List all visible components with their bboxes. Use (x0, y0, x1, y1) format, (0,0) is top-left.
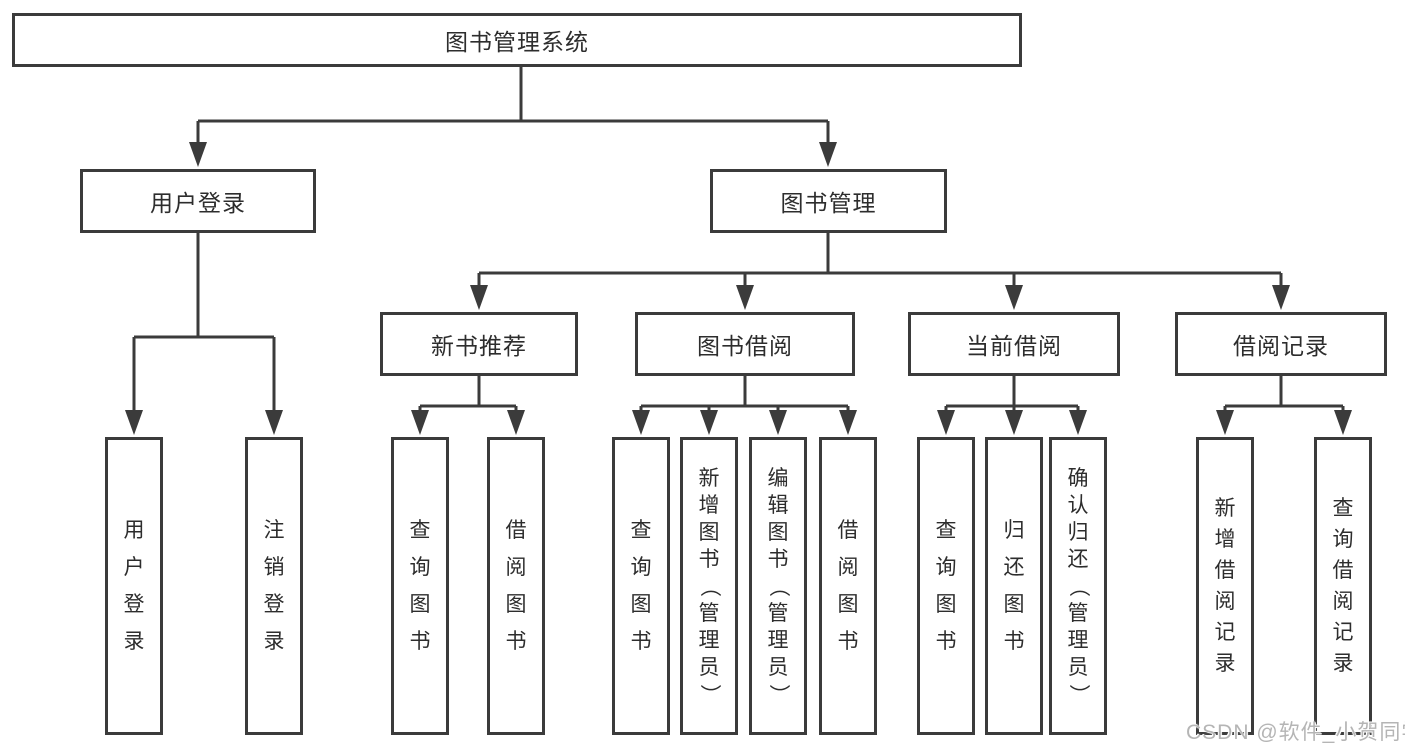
leaf-add-borrow-record: 新增借阅记录 (1196, 437, 1254, 735)
leaf-query-borrow-record-label: 查询借阅记录 (1332, 497, 1354, 675)
leaf-logout-label: 注销登录 (263, 519, 285, 653)
node-book-management-label: 图书管理 (780, 190, 877, 216)
node-new-book-recommendation: 新书推荐 (380, 312, 578, 376)
leaf-user-login-label: 用户登录 (123, 519, 145, 653)
leaf-query-books-recommend: 查询图书 (391, 437, 449, 735)
leaf-return-book-label: 归还图书 (1003, 519, 1025, 653)
leaf-add-book-admin: 新增图书（管理员） (680, 437, 738, 735)
leaf-add-borrow-record-label: 新增借阅记录 (1214, 497, 1236, 675)
leaf-query-books-borrowing-label: 查询图书 (630, 519, 652, 653)
leaf-edit-book-admin: 编辑图书（管理员） (749, 437, 807, 735)
leaf-query-books-recommend-label: 查询图书 (409, 519, 431, 653)
leaf-return-book: 归还图书 (985, 437, 1043, 735)
leaf-add-book-admin-label: 新增图书（管理员） (697, 466, 721, 705)
leaf-borrow-books-borrowing-label: 借阅图书 (837, 519, 859, 653)
leaf-query-books-current-label: 查询图书 (935, 519, 957, 653)
leaf-query-borrow-record: 查询借阅记录 (1314, 437, 1372, 735)
watermark: CSDN @软件_小贺同学 (1186, 721, 1405, 744)
leaf-borrow-books-recommend-label: 借阅图书 (505, 519, 527, 653)
node-new-book-recommendation-label: 新书推荐 (431, 333, 527, 359)
leaf-edit-book-admin-label: 编辑图书（管理员） (766, 466, 790, 705)
arrowheads (125, 142, 1352, 435)
node-root: 图书管理系统 (12, 13, 1022, 67)
node-current-borrowing: 当前借阅 (908, 312, 1120, 376)
node-borrowing-records: 借阅记录 (1175, 312, 1387, 376)
leaf-logout: 注销登录 (245, 437, 303, 735)
leaf-borrow-books-borrowing: 借阅图书 (819, 437, 877, 735)
node-book-borrowing-label: 图书借阅 (697, 333, 793, 359)
node-user-login: 用户登录 (80, 169, 316, 233)
node-user-login-label: 用户登录 (150, 190, 246, 216)
node-borrowing-records-label: 借阅记录 (1233, 333, 1329, 359)
leaf-query-books-current: 查询图书 (917, 437, 975, 735)
node-current-borrowing-label: 当前借阅 (966, 333, 1062, 359)
leaf-confirm-return-admin-label: 确认归还（管理员） (1066, 466, 1090, 705)
node-book-management: 图书管理 (710, 169, 947, 233)
leaf-query-books-borrowing: 查询图书 (612, 437, 670, 735)
node-root-label: 图书管理系统 (445, 29, 589, 55)
leaf-confirm-return-admin: 确认归还（管理员） (1049, 437, 1107, 735)
node-book-borrowing: 图书借阅 (635, 312, 855, 376)
leaf-borrow-books-recommend: 借阅图书 (487, 437, 545, 735)
leaf-user-login: 用户登录 (105, 437, 163, 735)
